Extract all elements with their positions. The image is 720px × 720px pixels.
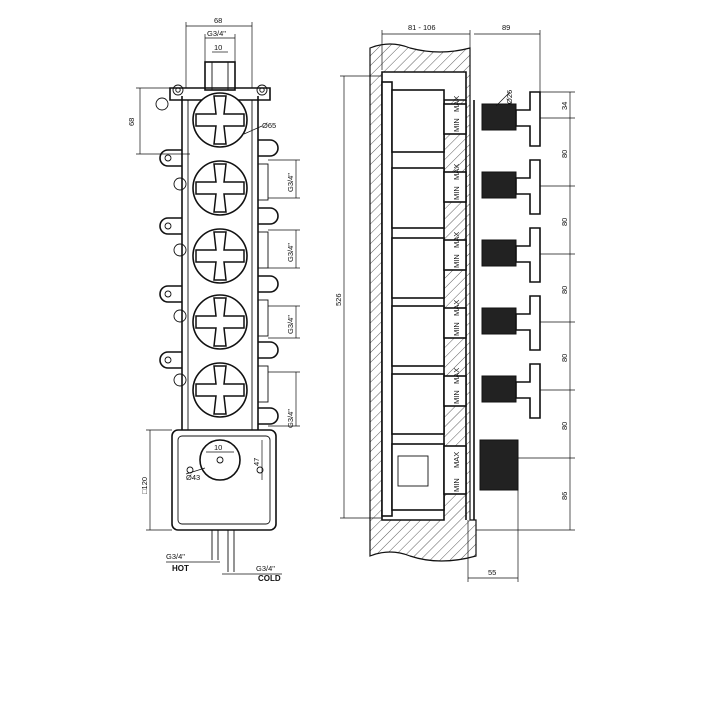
svg-text:MAX: MAX <box>452 300 461 316</box>
hot-label: HOT <box>172 564 189 573</box>
side-thread-3: G3/4" <box>286 315 295 334</box>
side-valve-bodies <box>391 89 445 511</box>
dim-pitch-3: 80 <box>560 286 569 294</box>
box-knob-dia: Ø43 <box>186 473 200 482</box>
svg-text:MIN: MIN <box>452 254 461 268</box>
valve-5 <box>192 362 248 418</box>
dim-pitch-5: 80 <box>560 422 569 430</box>
hot-thread: G3/4" <box>166 552 185 561</box>
top-inlet <box>204 61 236 91</box>
box-small: 10 <box>214 443 222 452</box>
cold-label: COLD <box>258 574 281 583</box>
knurled-handles <box>479 103 519 491</box>
side-thread-2: G3/4" <box>286 243 295 262</box>
box-offset: 47 <box>252 458 261 466</box>
front-view: 68 G3/4" 10 68 Ø65 G3/4" G3/4" G3/4" G3/… <box>127 16 300 583</box>
valve-3 <box>192 228 248 284</box>
dim-handle-dia: Ø26 <box>505 90 514 104</box>
svg-text:MAX: MAX <box>452 368 461 384</box>
dim-pitch-1: 80 <box>560 150 569 158</box>
dim-top-width: 68 <box>214 16 222 25</box>
svg-text:MAX: MAX <box>452 232 461 248</box>
svg-text:MIN: MIN <box>452 118 461 132</box>
right-lugs <box>257 139 279 425</box>
svg-text:MAX: MAX <box>452 96 461 112</box>
box-size: □120 <box>140 477 149 494</box>
dim-wall: 81 - 106 <box>408 23 436 32</box>
svg-text:MAX: MAX <box>452 452 461 468</box>
front-dimensions <box>136 22 300 575</box>
left-lugs <box>155 97 187 387</box>
svg-text:MIN: MIN <box>452 390 461 404</box>
spindles <box>443 103 467 495</box>
dim-proj: 89 <box>502 23 510 32</box>
svg-text:MAX: MAX <box>452 164 461 180</box>
svg-text:MIN: MIN <box>452 186 461 200</box>
side-thread-4: G3/4" <box>286 409 295 428</box>
svg-text:MIN: MIN <box>452 322 461 336</box>
dim-pitch-2: 80 <box>560 218 569 226</box>
dim-bottom: 55 <box>488 568 496 577</box>
valve-4 <box>192 294 248 350</box>
svg-text:MIN: MIN <box>452 478 461 492</box>
dim-pitch-4: 80 <box>560 354 569 362</box>
dim-last: 86 <box>560 492 569 500</box>
cold-thread: G3/4" <box>256 564 275 573</box>
dim-total: 526 <box>334 293 343 306</box>
dim-pitch: 68 <box>127 118 136 126</box>
mixer-box <box>171 429 277 572</box>
valve-2 <box>192 160 248 216</box>
dim-knob-dia: Ø65 <box>262 121 276 130</box>
side-view: MIN MAX MIN MAX MIN MAX MIN MAX MIN MAX … <box>334 23 575 582</box>
dim-top-thread: G3/4" <box>207 29 226 38</box>
dim-top-small: 10 <box>214 43 222 52</box>
top-bracket <box>169 87 271 101</box>
handle-profiles <box>515 91 541 419</box>
valve-1 <box>192 92 248 148</box>
min-max-labels: MIN MAX MIN MAX MIN MAX MIN MAX MIN MAX … <box>452 96 461 492</box>
side-dimensions <box>340 30 575 582</box>
dim-first: 34 <box>560 102 569 110</box>
side-thread-1: G3/4" <box>286 173 295 192</box>
